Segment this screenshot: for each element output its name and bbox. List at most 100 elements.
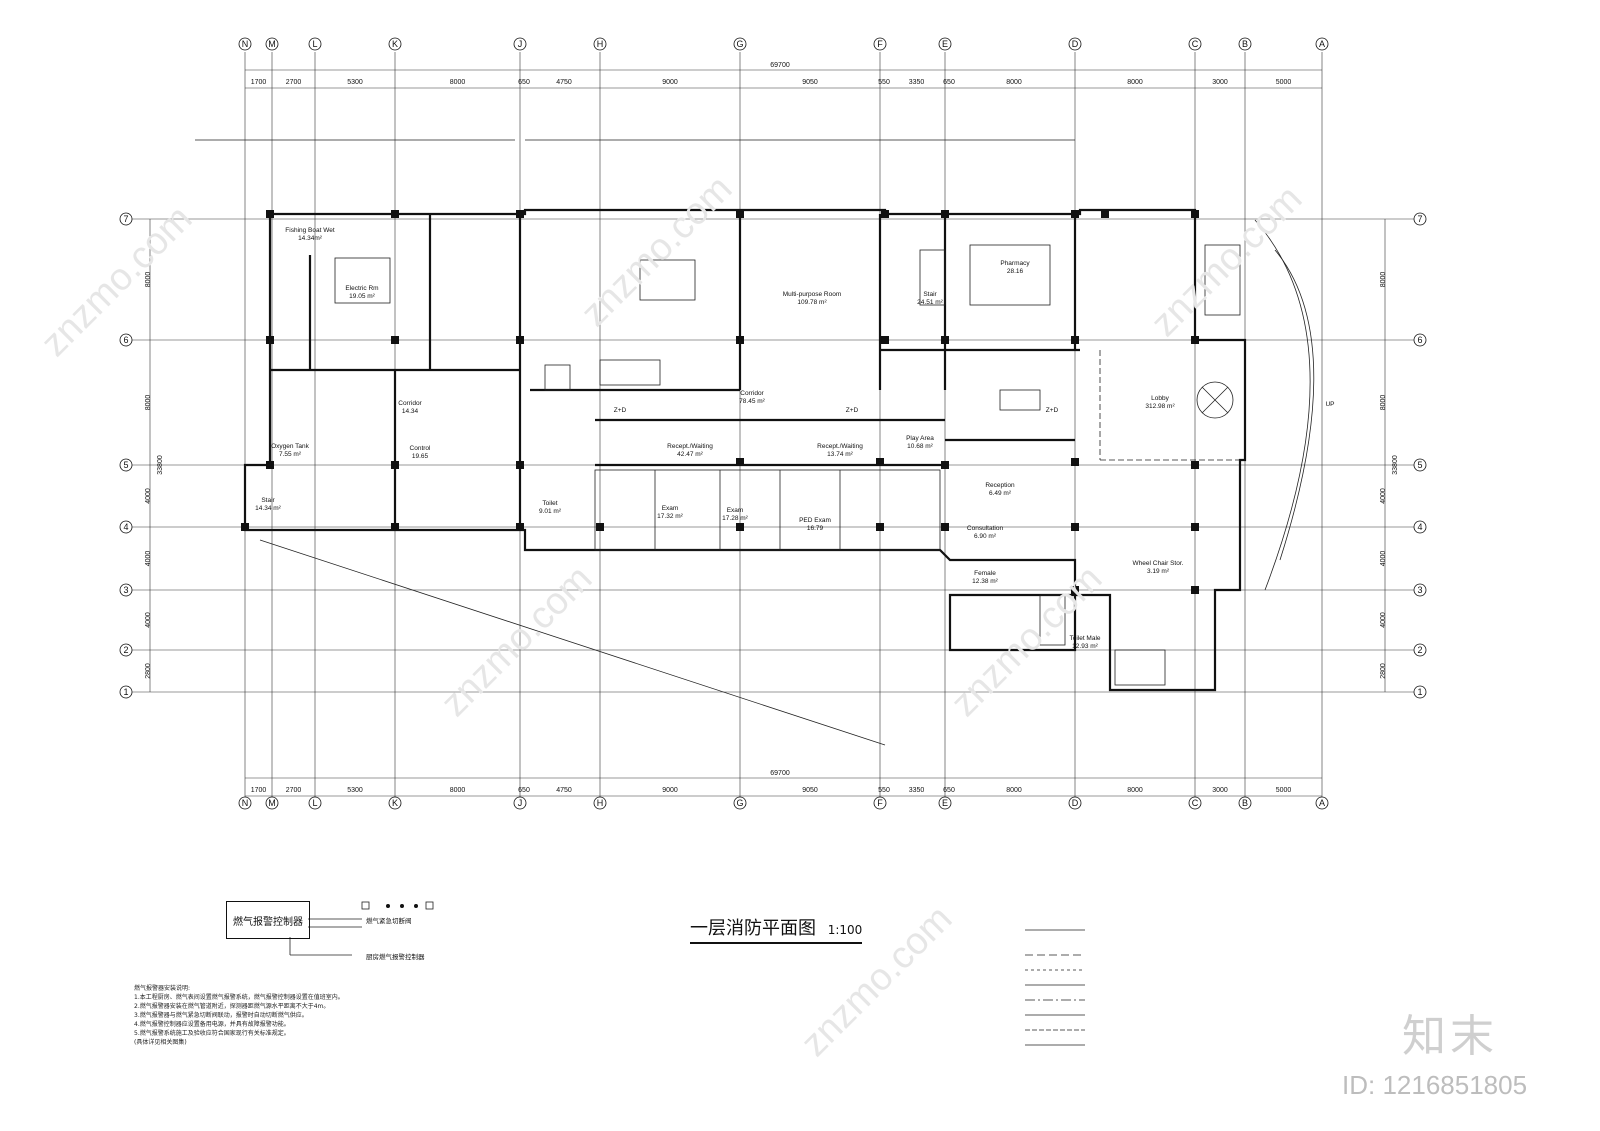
total-dimension-text: 69700 [770,770,790,777]
axis-label: 6 [123,335,128,345]
axis-label: 4 [1417,522,1422,532]
axis-bubble [1413,685,1427,699]
dimension-text: 8000 [1006,787,1022,794]
dimension-text: 2800 [145,663,152,679]
room-area: 9.01 m² [539,508,562,515]
axis-bubble [388,37,402,51]
axis-bubble [308,37,322,51]
total-dimension-text: 69700 [770,62,790,69]
axis-label: A [1319,39,1325,49]
axis-label: 1 [1417,687,1422,697]
entrance-up-label: UP [1325,401,1334,408]
room-area: 10.68 m² [907,443,933,450]
note-line: 1.本工程厨房、燃气表间设置燃气报警系统，燃气报警控制器设置在值班室内。 [134,994,344,1001]
room-area: 312.98 m² [1145,403,1175,410]
canopy-arc-inner [1274,249,1315,561]
nurse-station [639,259,696,301]
room-area: 17.28 m² [722,515,748,522]
axis-label: B [1242,39,1248,49]
overall-dimension-text: 33800 [1392,455,1399,475]
axis-label: 5 [1417,460,1422,470]
room-name: Fishing Boat Wet [285,227,335,234]
dimension-text: 8000 [145,272,152,288]
axis-bubble [119,458,133,472]
axis-bubble [733,796,747,810]
dimension-text: 5000 [1276,79,1292,86]
room-area: 24.51 m² [917,299,943,306]
room-name: PED Exam [799,517,831,524]
dimension-text: 3000 [1212,787,1228,794]
axis-bubble [1068,796,1082,810]
note-line: 燃气报警器安装说明: [134,985,191,992]
axis-label: G [736,39,743,49]
axis-label: H [597,798,604,808]
room-name: Stair [923,291,937,298]
dimension-text: 4750 [556,787,572,794]
note-line: 2.燃气报警器安装在燃气管道附近，探测器距燃气源水平距离不大于4m。 [134,1003,330,1010]
design-notes: 燃气报警器安装说明: 1.本工程厨房、燃气表间设置燃气报警系统，燃气报警控制器设置… [134,984,514,1047]
axis-label: E [942,798,948,808]
axis-bubble [238,37,252,51]
room-area: 6.90 m² [974,533,997,540]
axis-bubble [265,37,279,51]
dimension-text: 2800 [1380,663,1387,679]
structural-column [941,523,949,531]
room-area: 6.49 m² [989,490,1012,497]
dimension-text: 1700 [251,787,267,794]
room-name: Oxygen Tank [271,443,310,450]
structural-column [1071,458,1079,466]
axis-label: 7 [1417,214,1422,224]
elevator [544,364,571,391]
note-line: 3.燃气报警器与燃气紧急切断阀联动，报警时自动切断燃气供应。 [134,1012,308,1019]
dimension-text: 650 [518,787,530,794]
stair-core [599,359,661,386]
axis-label: L [312,39,317,49]
room-name: Corridor [740,390,764,397]
room-area: 78.45 m² [739,398,765,405]
axis-label: F [877,39,883,49]
axis-label: G [736,798,743,808]
axis-bubble [938,37,952,51]
structural-column [1191,586,1199,594]
axis-label: E [942,39,948,49]
axis-bubble [119,520,133,534]
axis-label: 2 [1417,645,1422,655]
stair-core [919,249,946,306]
axis-label: J [518,39,523,49]
structural-column [881,336,889,344]
room-name: Recept./Waiting [667,443,713,450]
dimension-text: 1700 [251,79,267,86]
axis-bubble [513,796,527,810]
axis-label: M [268,798,276,808]
room-name: Toilet Male [1069,635,1100,642]
reception-desk [999,389,1041,411]
office-box [1204,244,1241,316]
dimension-text: 4000 [1380,551,1387,567]
axis-label: 1 [123,687,128,697]
axis-bubble [593,37,607,51]
gas-alarm-controller-box: 燃气报警控制器 [226,901,310,939]
legend-lines [289,901,1085,1046]
structural-column [1101,210,1109,218]
dimension-text: 4000 [145,551,152,567]
axis-bubble [1315,37,1329,51]
axis-label: K [392,39,398,49]
dimension-text: 8000 [1127,787,1143,794]
room-name: Lobby [1151,395,1169,402]
room-area: 13.74 m² [827,451,853,458]
dimension-text: 8000 [1127,79,1143,86]
axis-bubble [1413,643,1427,657]
electric-room-box [334,257,391,304]
dimension-text: 9050 [802,79,818,86]
dimension-text: 9000 [662,787,678,794]
corridor-mark: Z+D [1046,407,1059,414]
axis-label: D [1072,39,1079,49]
dimension-text: 9050 [802,787,818,794]
structural-column [736,523,744,531]
structural-column [391,336,399,344]
room-name: Consultation [967,525,1004,532]
dimension-text: 8000 [1006,79,1022,86]
